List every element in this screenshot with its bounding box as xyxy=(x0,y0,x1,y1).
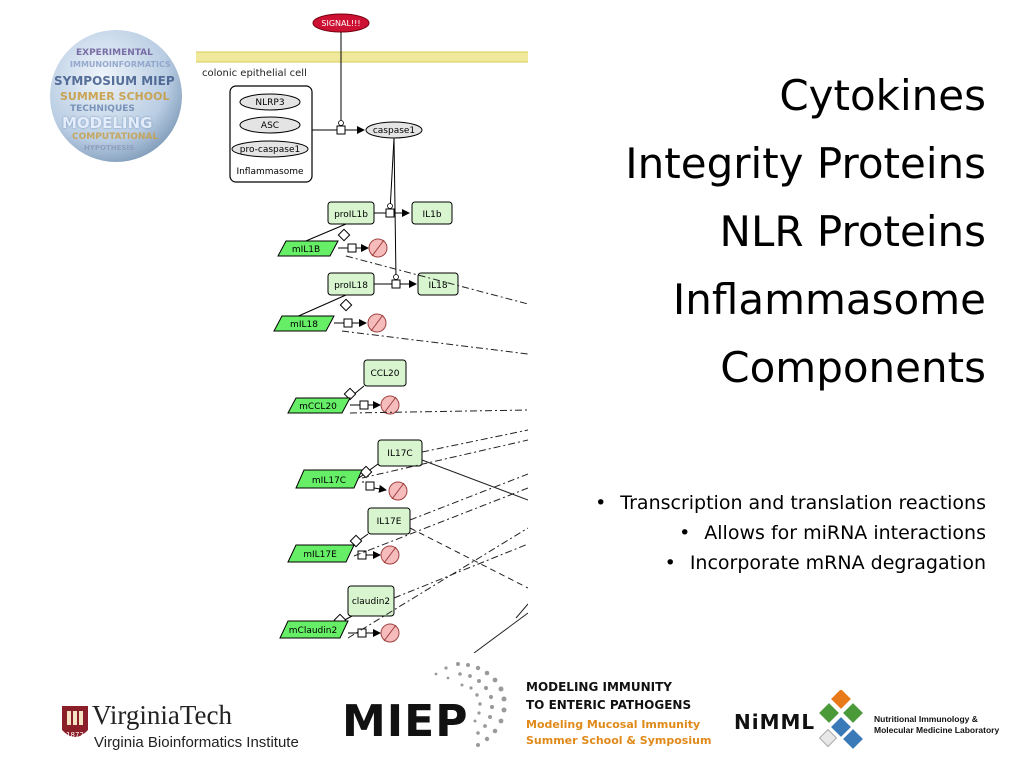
bullet-icon: • xyxy=(595,492,607,514)
bullet-icon: • xyxy=(679,522,691,544)
globe-word: MODELING xyxy=(62,114,153,132)
vt-year: 1872 xyxy=(66,731,84,739)
product-node xyxy=(411,201,453,225)
diamond-cluster-icon xyxy=(818,690,863,749)
nimml-subtitle: Molecular Medicine Laboratory xyxy=(874,725,1000,735)
nimml-logo: NiMML Nutritional Immunology & Molecular… xyxy=(734,688,999,758)
bullet-icon: • xyxy=(664,552,676,574)
vt-name: VirginiaTech xyxy=(92,700,232,730)
product-label: IL18 xyxy=(428,281,447,291)
mrna-label: mCCL20 xyxy=(299,402,337,412)
caspase-label: caspase1 xyxy=(373,126,415,136)
protein-node xyxy=(367,507,411,535)
mrna-node xyxy=(287,397,351,414)
miep-wordmark: MIEP xyxy=(342,696,469,747)
complex-member-node xyxy=(231,140,309,158)
globe-word: COMPUTATIONAL xyxy=(72,132,159,142)
globe-logo: EXPERIMENTAL IMMUNOINFORMATICS SYMPOSIUM… xyxy=(48,28,184,164)
protein-label: IL17E xyxy=(377,517,402,527)
product-node xyxy=(417,272,459,296)
bullet-text: Transcription and translation reactions xyxy=(620,492,986,514)
mrna-label: mIL1B xyxy=(292,245,320,255)
slide-title: Cytokines Integrity Proteins NLR Protein… xyxy=(566,62,986,402)
vt-subtitle: Virginia Bioinformatics Institute xyxy=(94,734,299,751)
complex-member-label: ASC xyxy=(261,121,279,131)
mrna-label: mClaudin2 xyxy=(289,626,337,636)
mrna-node xyxy=(295,469,363,489)
mrna-node xyxy=(277,240,339,257)
inflammasome-complex xyxy=(229,85,313,183)
title-line: NLR Proteins xyxy=(719,207,986,256)
miep-line: Modeling Mucosal Immunity xyxy=(526,718,701,731)
protein-node xyxy=(363,359,407,387)
globe-word: SUMMER SCHOOL xyxy=(60,90,170,103)
miep-line: Summer School & Symposium xyxy=(526,734,712,747)
bullet-list: • Transcription and translation reactions… xyxy=(506,488,986,578)
complex-member-node xyxy=(239,93,301,111)
complex-label: Inflammasome xyxy=(236,167,304,177)
bullet-item: • Allows for miRNA interactions xyxy=(506,518,986,548)
globe-word: SYMPOSIUM MIEP xyxy=(54,74,175,88)
nimml-wordmark: NiMML xyxy=(734,710,816,734)
vt-shield-icon: 1872 xyxy=(62,706,88,739)
complex-member-label: NLRP3 xyxy=(255,98,284,108)
miep-line: TO ENTERIC PATHOGENS xyxy=(526,698,692,712)
title-line: Cytokines xyxy=(779,71,986,120)
title-line: Components xyxy=(720,343,986,392)
virginia-tech-logo: 1872 VirginiaTech Virginia Bioinformatic… xyxy=(60,700,320,756)
protein-label: proIL18 xyxy=(334,281,368,291)
bullet-item: • Transcription and translation reactions xyxy=(506,488,986,518)
dot-arc-icon xyxy=(434,662,507,747)
protein-label: CCL20 xyxy=(370,369,399,379)
protein-node xyxy=(347,585,395,617)
pathway-diagram: colonic epithelial cell SIGNAL!!! NLRP3 … xyxy=(196,8,528,653)
title-line: Integrity Proteins xyxy=(625,139,986,188)
signal-label: SIGNAL!!! xyxy=(321,19,360,28)
mrna-label: mIL17C xyxy=(312,476,346,486)
mrna-node xyxy=(273,315,335,332)
nimml-subtitle: Nutritional Immunology & xyxy=(874,714,978,724)
protein-node xyxy=(377,439,423,467)
globe-word: EXPERIMENTAL xyxy=(76,48,153,58)
mrna-label: mIL17E xyxy=(303,550,337,560)
bullet-item: • Incorporate mRNA degragation xyxy=(506,548,986,578)
mrna-node xyxy=(287,544,355,563)
complex-member-label: pro-caspase1 xyxy=(240,145,300,155)
protein-label: IL17C xyxy=(387,449,412,459)
miep-line: MODELING IMMUNITY xyxy=(526,680,672,694)
globe-logo-icon xyxy=(50,30,182,162)
compartment-band xyxy=(196,52,528,62)
mrna-label: mIL18 xyxy=(290,320,318,330)
protein-label: proIL1b xyxy=(334,210,368,220)
globe-word: IMMUNOINFORMATICS xyxy=(70,60,171,69)
globe-word: TECHNIQUES xyxy=(70,104,135,114)
bullet-text: Allows for miRNA interactions xyxy=(704,522,986,544)
interaction-edges xyxy=(341,255,528,653)
globe-word: HYPOTHESIS xyxy=(84,144,135,152)
compartment-label: colonic epithelial cell xyxy=(202,68,307,79)
protein-label: claudin2 xyxy=(352,597,390,607)
complex-member-node xyxy=(239,116,301,134)
miep-logo: MIEP MODELING IMMUNITY TO ENTERIC PATHOG… xyxy=(340,656,712,756)
title-line: Inflammasome xyxy=(672,275,986,324)
mrna-node xyxy=(279,620,349,639)
bullet-text: Incorporate mRNA degragation xyxy=(689,552,986,574)
product-label: IL1b xyxy=(422,210,441,220)
